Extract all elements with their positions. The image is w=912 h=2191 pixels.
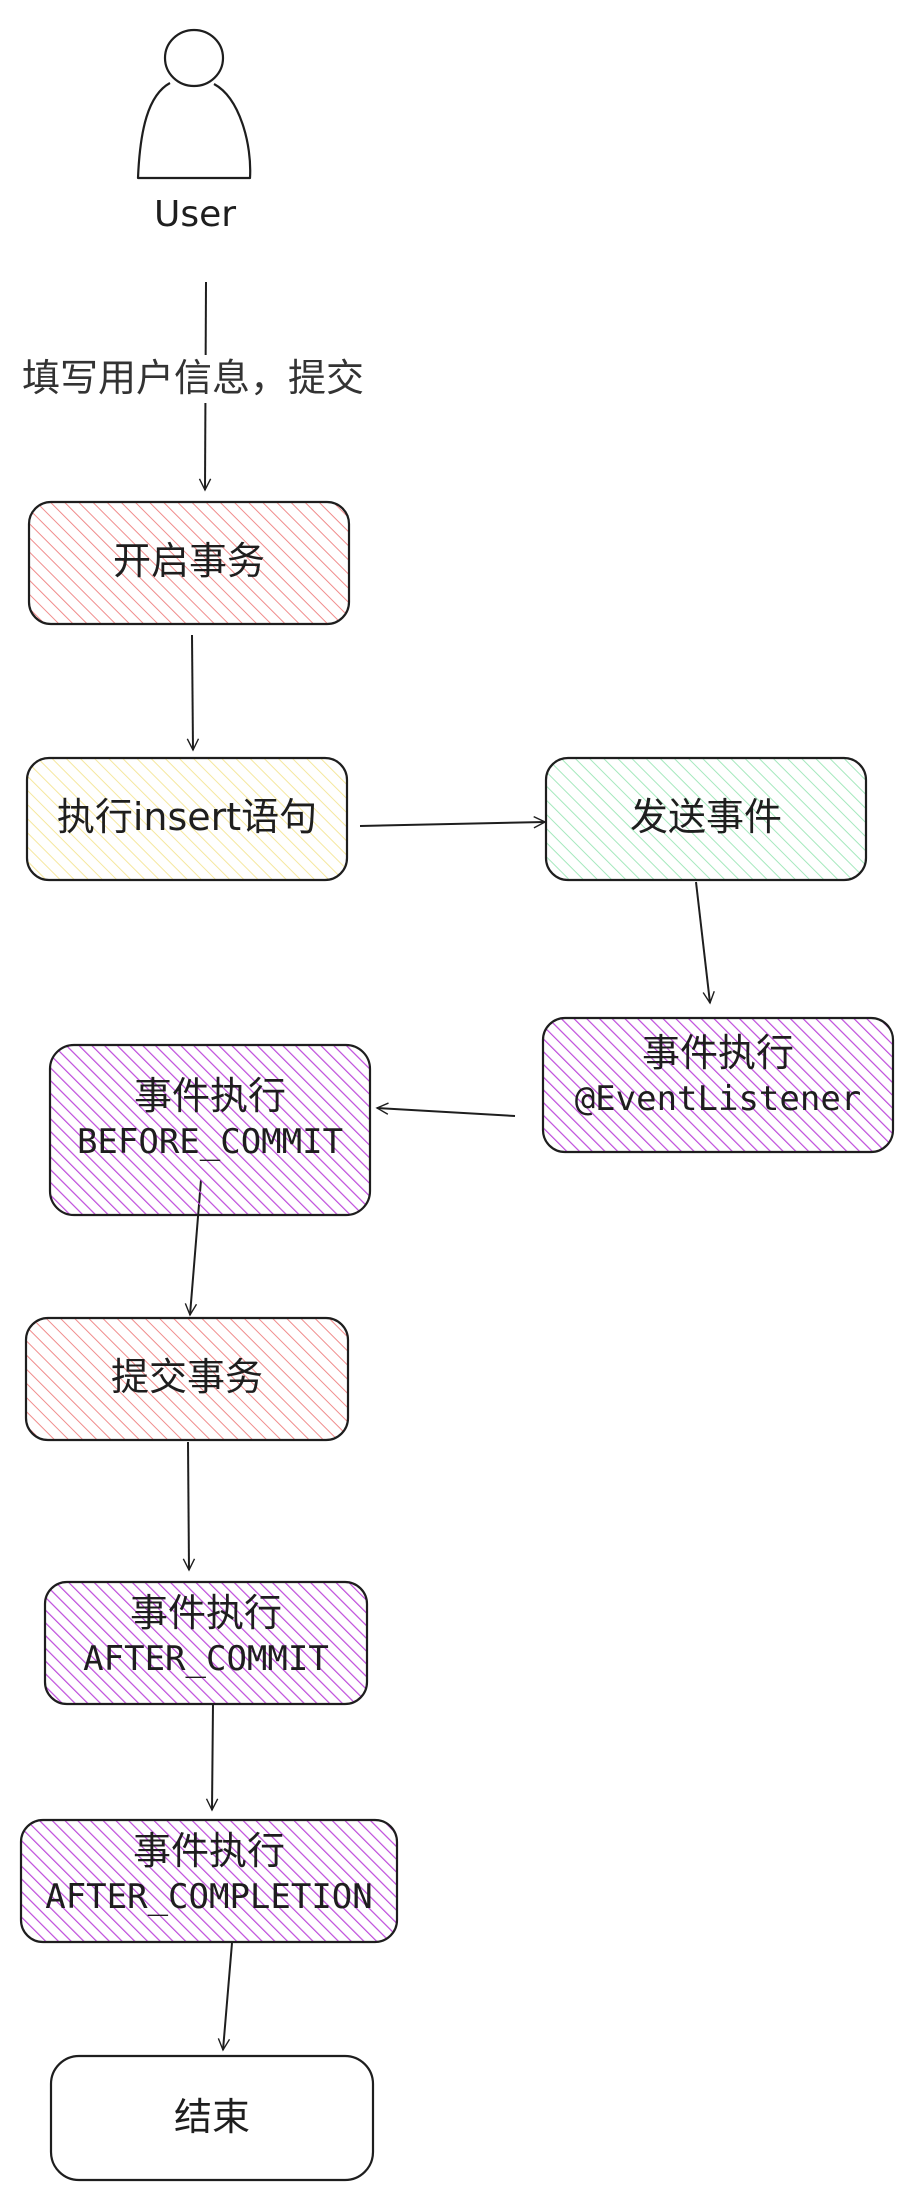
node-begin-tx-label: 开启事务 bbox=[29, 538, 349, 586]
node-event-listener-box bbox=[541, 1016, 895, 1154]
node-commit-tx-box bbox=[24, 1316, 350, 1442]
node-commit-tx-text: 提交事务 bbox=[110, 1355, 263, 1399]
node-before-commit-box bbox=[48, 1043, 372, 1217]
node-after-completion-label: 事件执行 AFTER_COMPLETION bbox=[21, 1828, 397, 1918]
node-before-commit-subtitle: BEFORE_COMMIT bbox=[76, 1121, 344, 1162]
node-after-commit-subtitle: AFTER_COMMIT bbox=[83, 1638, 329, 1679]
node-exec-insert-text: 执行insert语句 bbox=[56, 795, 318, 839]
node-event-listener-label: 事件执行 @EventListener bbox=[543, 1030, 893, 1120]
arrow-after-completion-to-end bbox=[223, 1942, 233, 2050]
node-event-listener-title: 事件执行 bbox=[641, 1031, 794, 1075]
node-event-listener-subtitle: @EventListener bbox=[574, 1078, 862, 1119]
node-exec-insert-box bbox=[25, 756, 349, 882]
node-after-commit-title: 事件执行 bbox=[129, 1591, 282, 1635]
node-after-completion-subtitle: AFTER_COMPLETION bbox=[45, 1876, 373, 1917]
user-actor-icon bbox=[136, 28, 252, 180]
node-begin-tx-text: 开启事务 bbox=[112, 539, 265, 583]
node-publish-event-box bbox=[544, 756, 868, 882]
node-begin-tx-box bbox=[27, 500, 351, 626]
node-end-text: 结束 bbox=[173, 2095, 250, 2139]
arrow-begin-to-insert bbox=[192, 634, 193, 750]
arrow-listener-to-before-commit bbox=[377, 1108, 516, 1117]
node-after-completion-title: 事件执行 bbox=[132, 1829, 285, 1873]
arrow-after-commit-to-after-completion bbox=[212, 1702, 213, 1810]
node-end-label: 结束 bbox=[51, 2094, 373, 2142]
edge-label-user-submit: 填写用户信息，提交 bbox=[18, 355, 369, 403]
arrow-commit-to-after-commit bbox=[188, 1441, 189, 1570]
node-after-commit-label: 事件执行 AFTER_COMMIT bbox=[45, 1590, 367, 1680]
node-before-commit-label: 事件执行 BEFORE_COMMIT bbox=[50, 1073, 370, 1163]
arrow-insert-to-publish bbox=[359, 822, 545, 826]
node-before-commit-title: 事件执行 bbox=[133, 1074, 286, 1118]
user-label: User bbox=[153, 194, 237, 235]
node-exec-insert-label: 执行insert语句 bbox=[27, 794, 347, 842]
node-end-box bbox=[49, 2054, 375, 2182]
node-after-completion-box bbox=[19, 1818, 399, 1944]
node-publish-event-text: 发送事件 bbox=[629, 795, 782, 839]
node-commit-tx-label: 提交事务 bbox=[26, 1354, 348, 1402]
node-after-commit-box bbox=[43, 1580, 369, 1706]
node-publish-event-label: 发送事件 bbox=[546, 794, 866, 842]
arrow-publish-to-listener bbox=[695, 881, 710, 1003]
